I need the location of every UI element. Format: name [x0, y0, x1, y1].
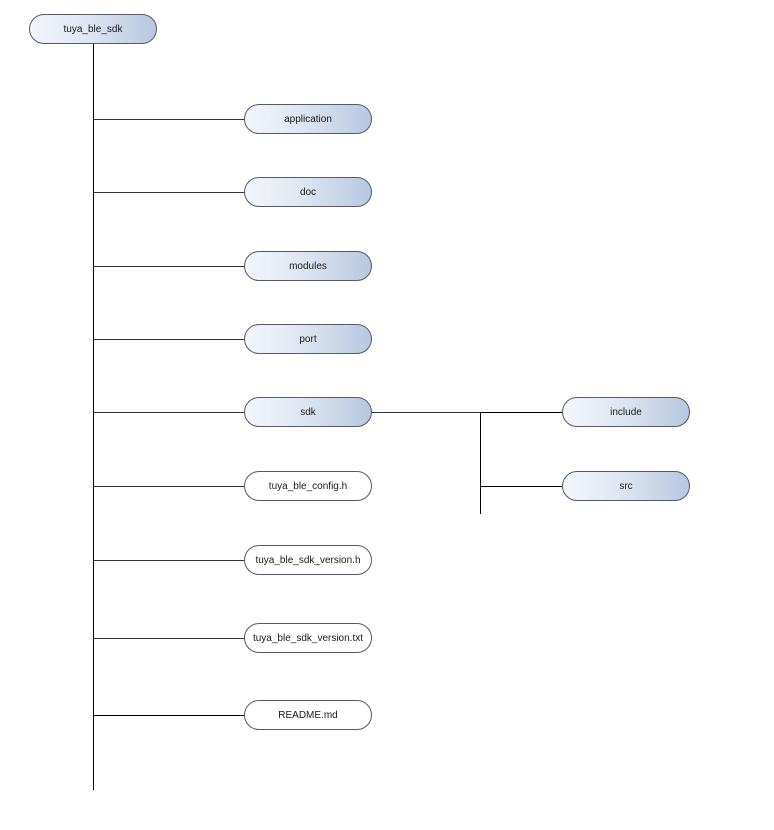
node-readme-label: README.md [278, 709, 338, 721]
node-application[interactable]: application [244, 104, 372, 134]
node-application-label: application [284, 113, 332, 125]
node-sdk[interactable]: sdk [244, 397, 372, 427]
node-src-label: src [619, 480, 633, 492]
node-port-label: port [299, 333, 317, 345]
node-config-h[interactable]: tuya_ble_config.h [244, 471, 372, 501]
node-sdk-label: sdk [300, 406, 316, 418]
node-version-txt[interactable]: tuya_ble_sdk_version.txt [244, 623, 372, 653]
node-modules-label: modules [289, 260, 327, 272]
node-src[interactable]: src [562, 471, 690, 501]
node-include-label: include [610, 406, 642, 418]
node-version-txt-label: tuya_ble_sdk_version.txt [252, 632, 364, 644]
node-doc-label: doc [299, 186, 317, 198]
node-version-h-label: tuya_ble_sdk_version.h [255, 554, 361, 566]
node-root[interactable]: tuya_ble_sdk [29, 14, 157, 44]
node-readme[interactable]: README.md [244, 700, 372, 730]
node-modules[interactable]: modules [244, 251, 372, 281]
node-root-label: tuya_ble_sdk [63, 23, 123, 35]
node-include[interactable]: include [562, 397, 690, 427]
node-version-h[interactable]: tuya_ble_sdk_version.h [244, 545, 372, 575]
node-doc[interactable]: doc [244, 177, 372, 207]
node-config-h-label: tuya_ble_config.h [268, 480, 348, 492]
node-port[interactable]: port [244, 324, 372, 354]
